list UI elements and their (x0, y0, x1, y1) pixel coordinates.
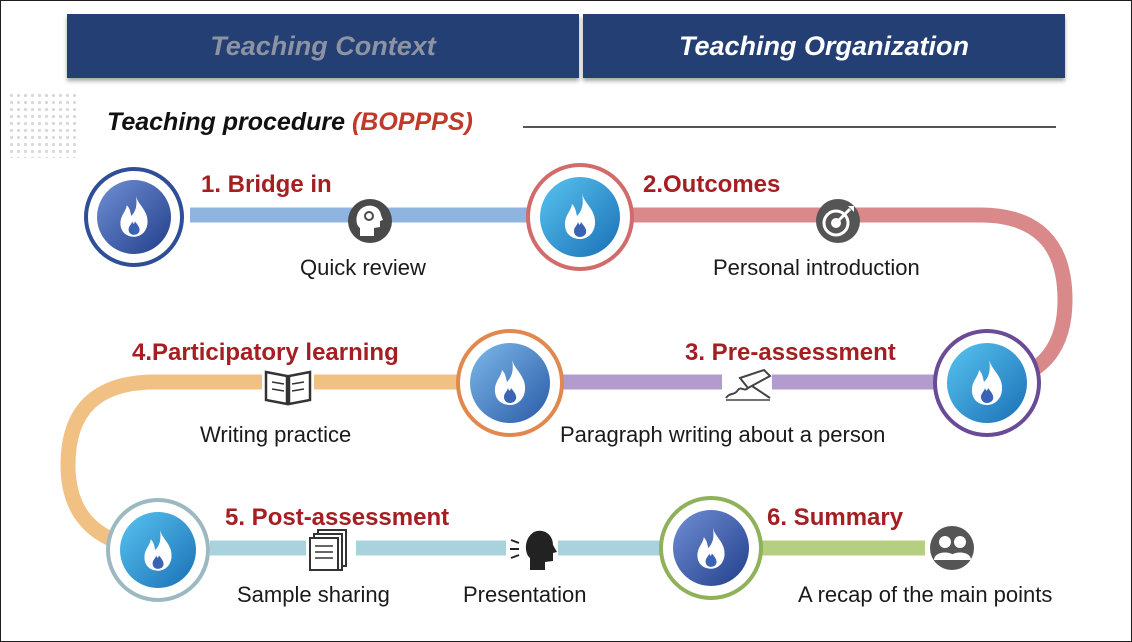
activity-personal-introduction: Personal introduction (713, 255, 920, 280)
activity-presentation: Presentation (463, 582, 587, 607)
tab-teaching-organization-label: Teaching Organization (678, 30, 970, 61)
decorative-dot-pattern (8, 92, 80, 158)
section-title-text: Teaching procedure (107, 108, 352, 136)
track-participatory (60, 374, 465, 556)
step-3-label: 3. Pre-assessment (685, 339, 896, 366)
hand-writing-icon (722, 368, 772, 402)
step-circle-4 (456, 329, 564, 437)
title-divider (523, 126, 1056, 128)
step-2-label: 2.Outcomes (643, 171, 781, 198)
step-6-label: 6. Summary (767, 504, 904, 531)
book-icon (262, 366, 314, 406)
section-title-accent: (BOPPPS) (351, 108, 473, 136)
speaking-icon (506, 526, 558, 572)
step-circle-2 (526, 163, 634, 271)
tab-teaching-context-label: Teaching Context (210, 30, 436, 61)
step-1-label: 1. Bridge in (201, 171, 332, 198)
step-circle-5 (106, 498, 210, 602)
section-title: Teaching procedure (BOPPPS) (107, 108, 473, 137)
step-circle-3 (933, 329, 1041, 437)
step-circle-6 (659, 496, 763, 600)
people-icon (930, 526, 974, 570)
activity-quick-review: Quick review (300, 255, 426, 280)
step-circle-1 (84, 167, 184, 267)
documents-icon (306, 528, 356, 572)
tab-teaching-context[interactable]: Teaching Context (67, 14, 579, 78)
activity-recap: A recap of the main points (798, 582, 1053, 607)
step-5-label: 5. Post-assessment (225, 504, 450, 531)
activity-writing-practice: Writing practice (200, 422, 352, 447)
activity-sample-sharing: Sample sharing (237, 582, 390, 607)
head-icon (348, 199, 392, 243)
tab-teaching-organization[interactable]: Teaching Organization (583, 14, 1065, 78)
target-icon (816, 199, 860, 243)
step-4-label: 4.Participatory learning (132, 339, 399, 366)
activity-paragraph-writing: Paragraph writing about a person (560, 422, 886, 447)
